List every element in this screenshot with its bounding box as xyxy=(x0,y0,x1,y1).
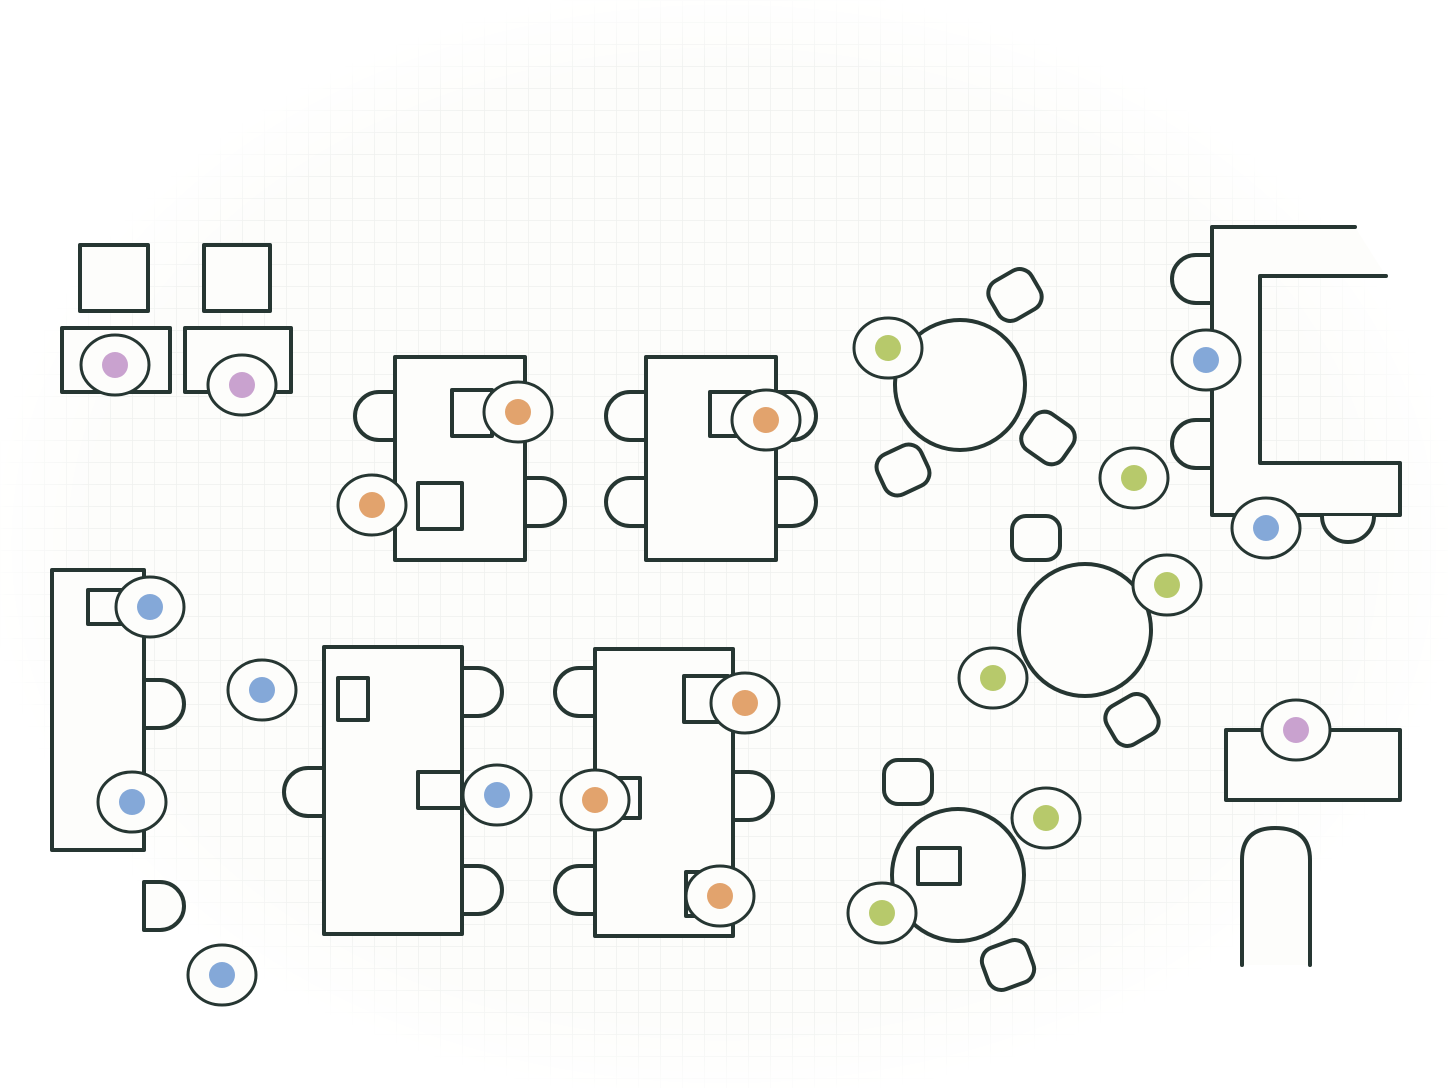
person xyxy=(226,658,298,722)
person-head xyxy=(753,407,779,433)
person xyxy=(1098,446,1170,510)
person xyxy=(336,473,408,537)
armchair xyxy=(1240,826,1312,967)
chair xyxy=(731,770,775,822)
chair xyxy=(1320,514,1376,544)
person xyxy=(461,763,533,827)
person xyxy=(846,881,918,945)
person-head xyxy=(102,352,128,378)
chair xyxy=(1170,418,1214,470)
person-head xyxy=(209,962,235,988)
person-head xyxy=(137,594,163,620)
table xyxy=(644,355,778,562)
person-head xyxy=(732,690,758,716)
person-head xyxy=(980,665,1006,691)
chair xyxy=(604,476,648,528)
chair xyxy=(523,476,567,528)
monitor xyxy=(78,243,150,313)
person-head xyxy=(359,492,385,518)
person-head xyxy=(249,677,275,703)
laptop xyxy=(416,481,464,531)
stool xyxy=(1010,514,1062,562)
person xyxy=(79,333,151,397)
person xyxy=(684,864,756,928)
person xyxy=(114,575,186,639)
person xyxy=(1010,786,1082,850)
stool xyxy=(874,442,932,498)
chair xyxy=(1170,253,1214,305)
person-head xyxy=(1283,717,1309,743)
laptop xyxy=(416,770,464,810)
person-head xyxy=(875,335,901,361)
stool xyxy=(986,267,1044,323)
laptop xyxy=(336,676,370,722)
person-head xyxy=(229,372,255,398)
round-table xyxy=(1017,562,1153,698)
person-head xyxy=(1033,805,1059,831)
chair xyxy=(460,864,504,916)
person-head xyxy=(1154,572,1180,598)
chair xyxy=(353,390,397,442)
stool xyxy=(1103,692,1161,748)
person xyxy=(1260,698,1332,762)
person-head xyxy=(119,789,145,815)
person xyxy=(730,388,802,452)
person xyxy=(186,943,258,1007)
chair xyxy=(553,864,597,916)
chair xyxy=(282,766,326,818)
person xyxy=(957,646,1029,710)
person xyxy=(1170,328,1242,392)
chair xyxy=(460,666,504,718)
person-head xyxy=(1253,515,1279,541)
person xyxy=(852,316,924,380)
chair xyxy=(142,880,186,932)
person xyxy=(559,768,631,832)
person xyxy=(1230,496,1302,560)
person xyxy=(709,671,781,735)
chair xyxy=(604,390,648,442)
laptop xyxy=(916,846,962,886)
monitor xyxy=(202,243,272,313)
chair xyxy=(142,678,186,730)
person xyxy=(96,770,168,834)
stool xyxy=(1019,409,1077,467)
round-table xyxy=(893,318,1027,452)
person-head xyxy=(1121,465,1147,491)
person-head xyxy=(582,787,608,813)
person xyxy=(1131,553,1203,617)
person-head xyxy=(505,399,531,425)
person-head xyxy=(1193,347,1219,373)
chair xyxy=(553,666,597,718)
person-head xyxy=(869,900,895,926)
person xyxy=(206,353,278,417)
people-layer xyxy=(79,316,1332,1007)
person xyxy=(482,380,554,444)
person-head xyxy=(484,782,510,808)
chair xyxy=(774,476,818,528)
stool xyxy=(882,758,934,806)
person-head xyxy=(707,883,733,909)
stool xyxy=(979,938,1037,992)
